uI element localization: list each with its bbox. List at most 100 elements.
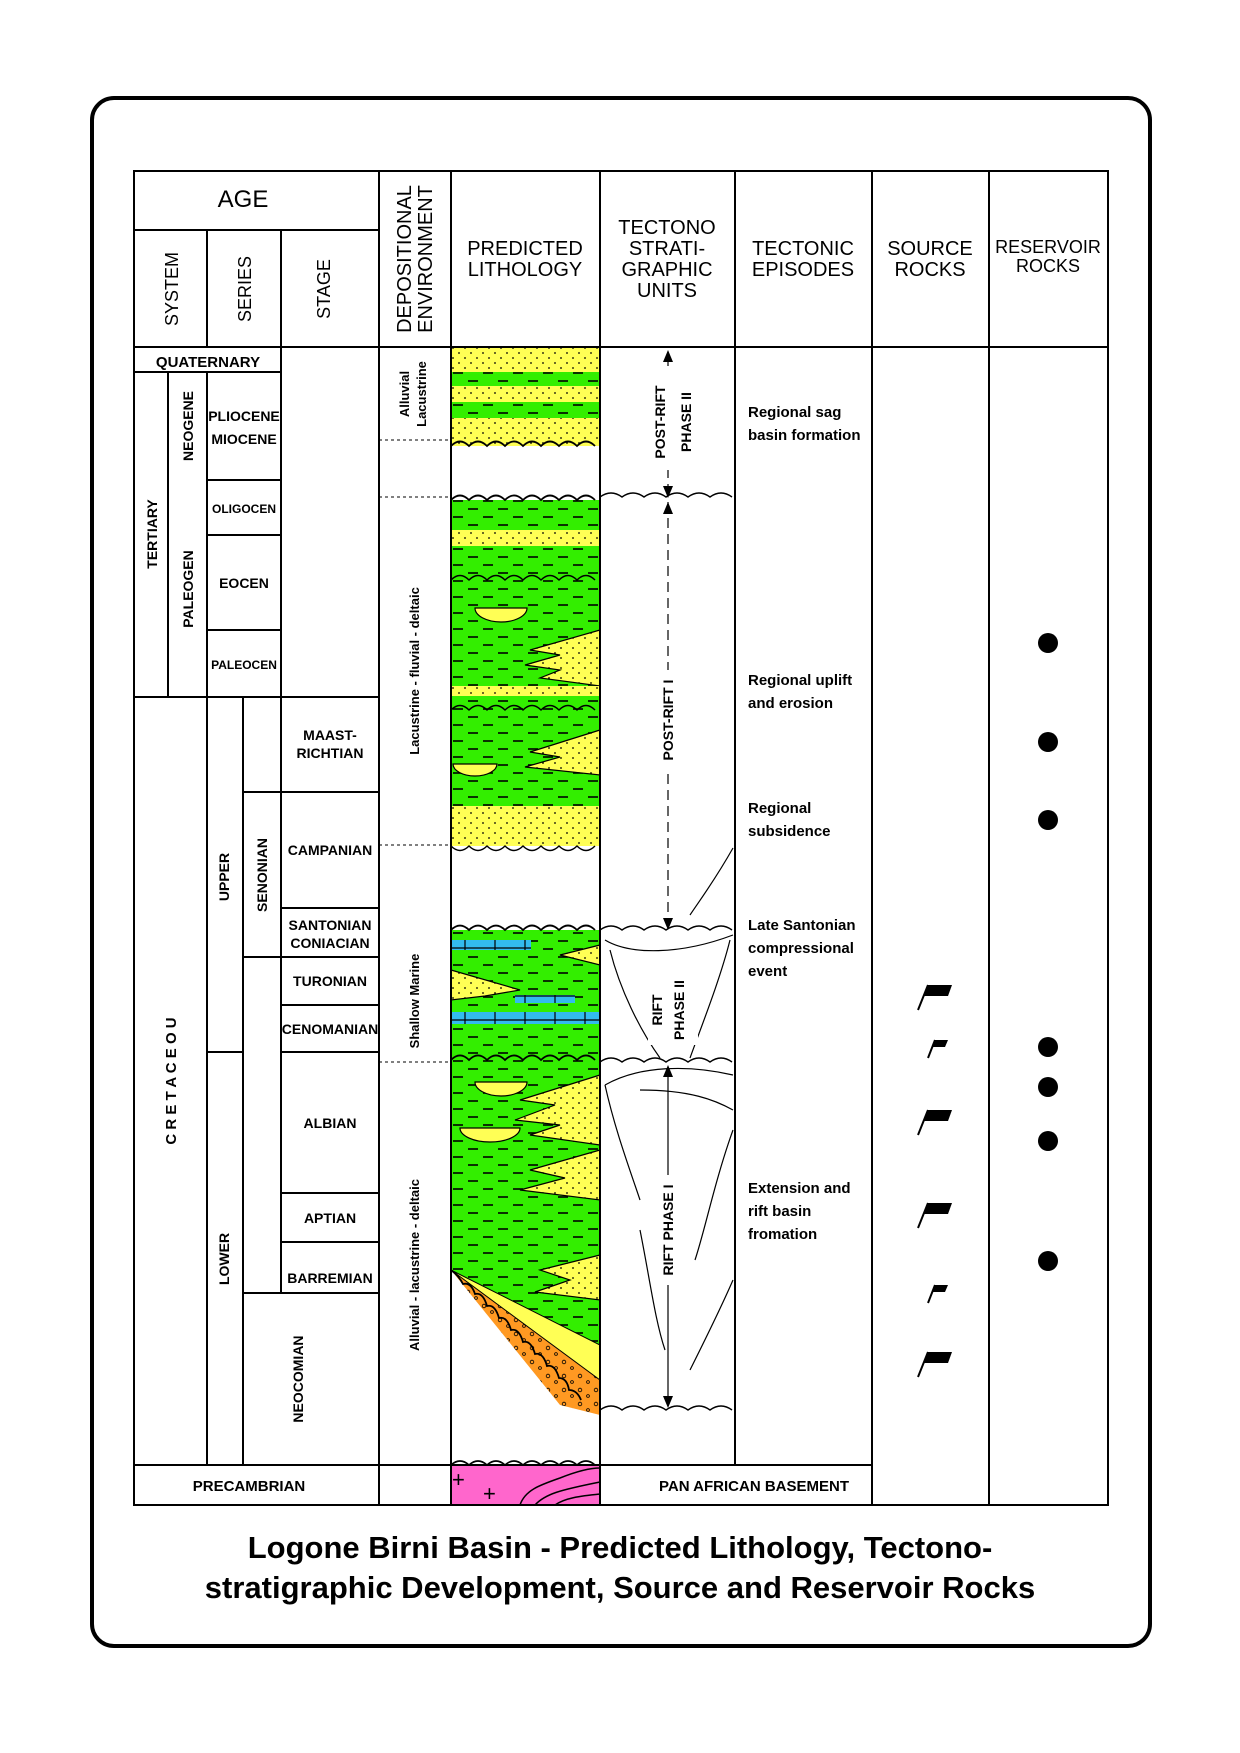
episode-santonian: event (748, 963, 787, 980)
stage-header: STAGE (314, 259, 334, 319)
sand-lens (459, 1127, 521, 1143)
system-tertiary: TERTIARY (144, 499, 160, 569)
sand-tongue (524, 629, 601, 687)
episode-subsidence: Regional (748, 800, 811, 817)
caption-line: Logone Birni Basin - Predicted Lithology… (247, 1530, 993, 1565)
header-labels: AGE SYSTEM SERIES STAGE DEPOSITIONAL ENV… (162, 185, 1101, 333)
source-rock-flag-icon (917, 1109, 952, 1136)
source-rock-flag-icon (917, 1351, 952, 1378)
sand-layer (451, 530, 600, 546)
source-rock-flag-icon (917, 984, 952, 1011)
episode-extension: rift basin (748, 1203, 811, 1220)
unconformity-line (450, 1054, 596, 1062)
episode-sag: basin formation (748, 427, 861, 444)
reservoir-dot-icon (1038, 1077, 1058, 1097)
unit-post-rift-phase-2: PHASE II (678, 392, 694, 452)
environment-boundaries (379, 439, 451, 1063)
reservoir-rocks-header: ROCKS (1016, 256, 1080, 276)
unit-post-rift-phase-2: POST-RIFT (652, 385, 668, 459)
episode-santonian: compressional (748, 940, 854, 957)
tectono-units-header: STRATI- (629, 238, 705, 260)
arrow-head (663, 1396, 673, 1408)
age-header: AGE (218, 186, 269, 213)
unconformity-line (599, 492, 733, 498)
arrow-head (663, 502, 673, 514)
fault-line (609, 949, 661, 1059)
fault-line (639, 1229, 666, 1351)
sand-tongue (514, 1074, 601, 1146)
tectono-units-header: UNITS (637, 280, 697, 302)
env-alluvial-lacustrine-deltaic: Alluvial - lacustrine - deltaic (407, 1179, 422, 1351)
lithology-header: PREDICTED (467, 238, 583, 260)
episode-uplift: and erosion (748, 695, 833, 712)
unit-rift-phase-2: PHASE II (671, 980, 687, 1040)
fault-line (604, 934, 734, 952)
stage-campanian: CAMPANIAN (288, 842, 373, 858)
unit-rift-phase-1: RIFT PHASE I (660, 1184, 676, 1275)
sand-lens (474, 1081, 528, 1097)
fault-line (604, 1084, 641, 1201)
series-paleogen: PALEOGEN (180, 550, 196, 628)
tectonic-episodes-header: EPISODES (752, 259, 854, 281)
stage-maastrichtian: RICHTIAN (297, 745, 364, 761)
env-lacustrine-fluvial-deltaic: Lacustrine - fluvial - deltaic (407, 587, 422, 755)
source-rock-flag-icon (927, 1284, 948, 1304)
stage-maastrichtian: MAAST- (303, 727, 357, 743)
fault-line (604, 1067, 734, 1086)
source-rock-flag-icon (917, 1202, 952, 1229)
sand-layer (451, 348, 600, 446)
reservoir-dot-icon (1038, 732, 1058, 752)
stage-cenomanian: CENOMANIAN (282, 1021, 378, 1037)
env-alluvial-lacustrine: Alluvial (397, 371, 412, 417)
basement-contact (450, 1269, 582, 1401)
series-upper: UPPER (216, 853, 232, 901)
stage-oligocen: OLIGOCEN (212, 502, 276, 516)
unconformity-line (450, 845, 596, 852)
reservoir-dot-icon (1038, 1131, 1058, 1151)
tectonic-episode-labels: Regional sag basin formation Regional up… (748, 404, 861, 1243)
tectono-units-header: GRAPHIC (621, 259, 712, 281)
shale-layer (451, 372, 600, 386)
series-lower: LOWER (216, 1233, 232, 1285)
fault-line (639, 1089, 734, 1111)
stage-aptian: APTIAN (304, 1210, 356, 1226)
source-rock-markers (917, 984, 952, 1378)
lithology-header: LITHOLOGY (468, 259, 582, 281)
system-cretaceous: C R E T A C E O U (163, 1017, 180, 1144)
series-header: SERIES (235, 256, 255, 322)
episode-santonian: Late Santonian (748, 917, 856, 934)
source-rocks-header: ROCKS (894, 259, 965, 281)
tectonic-episodes-header: TECTONIC (752, 238, 854, 260)
limestone-layer (451, 1012, 600, 1024)
env-alluvial-lacustrine: Lacustrine (414, 361, 429, 427)
limestone-layer (451, 940, 531, 950)
figure-caption: Logone Birni Basin - Predicted Lithology… (100, 1528, 1140, 1608)
unconformity-line (450, 574, 596, 581)
series-senonian: SENONIAN (254, 838, 270, 912)
unconformity-line (450, 440, 596, 448)
fault-line (689, 1279, 734, 1371)
series-neogene: NEOGENE (180, 391, 196, 461)
stage-eocen: EOCEN (219, 575, 269, 591)
sand-layer (451, 806, 600, 846)
depositional-environment-header: DEPOSITIONAL (394, 185, 416, 333)
reservoir-rocks-header: RESERVOIR (995, 237, 1101, 257)
lithology-column: + + (450, 348, 601, 1506)
stage-turonian: TURONIAN (293, 973, 367, 989)
sand-layer (451, 686, 600, 696)
system-header: SYSTEM (162, 252, 182, 326)
episode-subsidence: subsidence (748, 823, 831, 840)
sand-lens (452, 763, 498, 777)
reservoir-dot-icon (1038, 633, 1058, 653)
gneiss-swirl (519, 1467, 601, 1506)
unconformity-line (599, 1405, 733, 1411)
episode-extension: Extension and (748, 1180, 851, 1197)
basement-layer (451, 1465, 600, 1505)
unconformity-line (450, 494, 596, 502)
episode-uplift: Regional uplift (748, 672, 852, 689)
shale-layer (451, 500, 600, 530)
system-precambrian: PRECAMBRIAN (193, 1478, 306, 1495)
svg-text:+: + (452, 1467, 465, 1492)
episode-extension: fromation (748, 1226, 817, 1243)
stage-paleocen: PALEOCEN (211, 658, 277, 672)
